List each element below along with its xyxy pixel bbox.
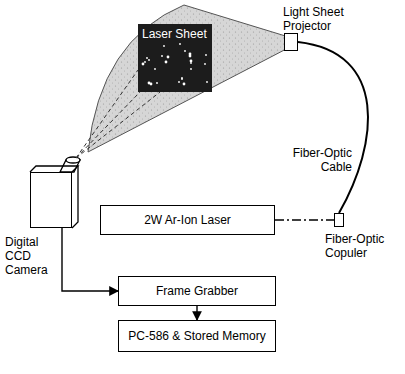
node-label: Fiber-Optic Copuler: [325, 232, 401, 260]
camera-body-edge: [72, 166, 78, 228]
light-sheet-projector: Light Sheet Projector: [284, 33, 298, 51]
fiber-optic-cable: [298, 42, 368, 213]
node-label: Light Sheet Projector: [283, 5, 363, 33]
ccd-camera: Digital CCD Camera: [30, 172, 72, 228]
node-label: 2W Ar-Ion Laser: [144, 213, 231, 227]
cable-label: Fiber-Optic Cable: [278, 146, 352, 174]
node-label: Frame Grabber: [156, 284, 238, 298]
fiber-coupler: Fiber-Optic Copuler: [334, 213, 344, 227]
signal-arrow: [196, 306, 197, 320]
process-box: Frame Grabber: [118, 276, 276, 306]
node-label: Laser Sheet: [142, 27, 207, 41]
laser-box: 2W Ar-Ion Laser: [100, 205, 275, 235]
signal-arrow: [62, 228, 118, 291]
laser-sheet: Laser Sheet: [138, 24, 212, 92]
node-label: PC-586 & Stored Memory: [128, 329, 265, 343]
camera-lens: [60, 157, 80, 172]
laser-beam: [275, 219, 334, 220]
light-sheet-fan: [88, 5, 292, 152]
node-label: Digital CCD Camera: [5, 235, 53, 277]
process-box: PC-586 & Stored Memory: [118, 320, 276, 352]
